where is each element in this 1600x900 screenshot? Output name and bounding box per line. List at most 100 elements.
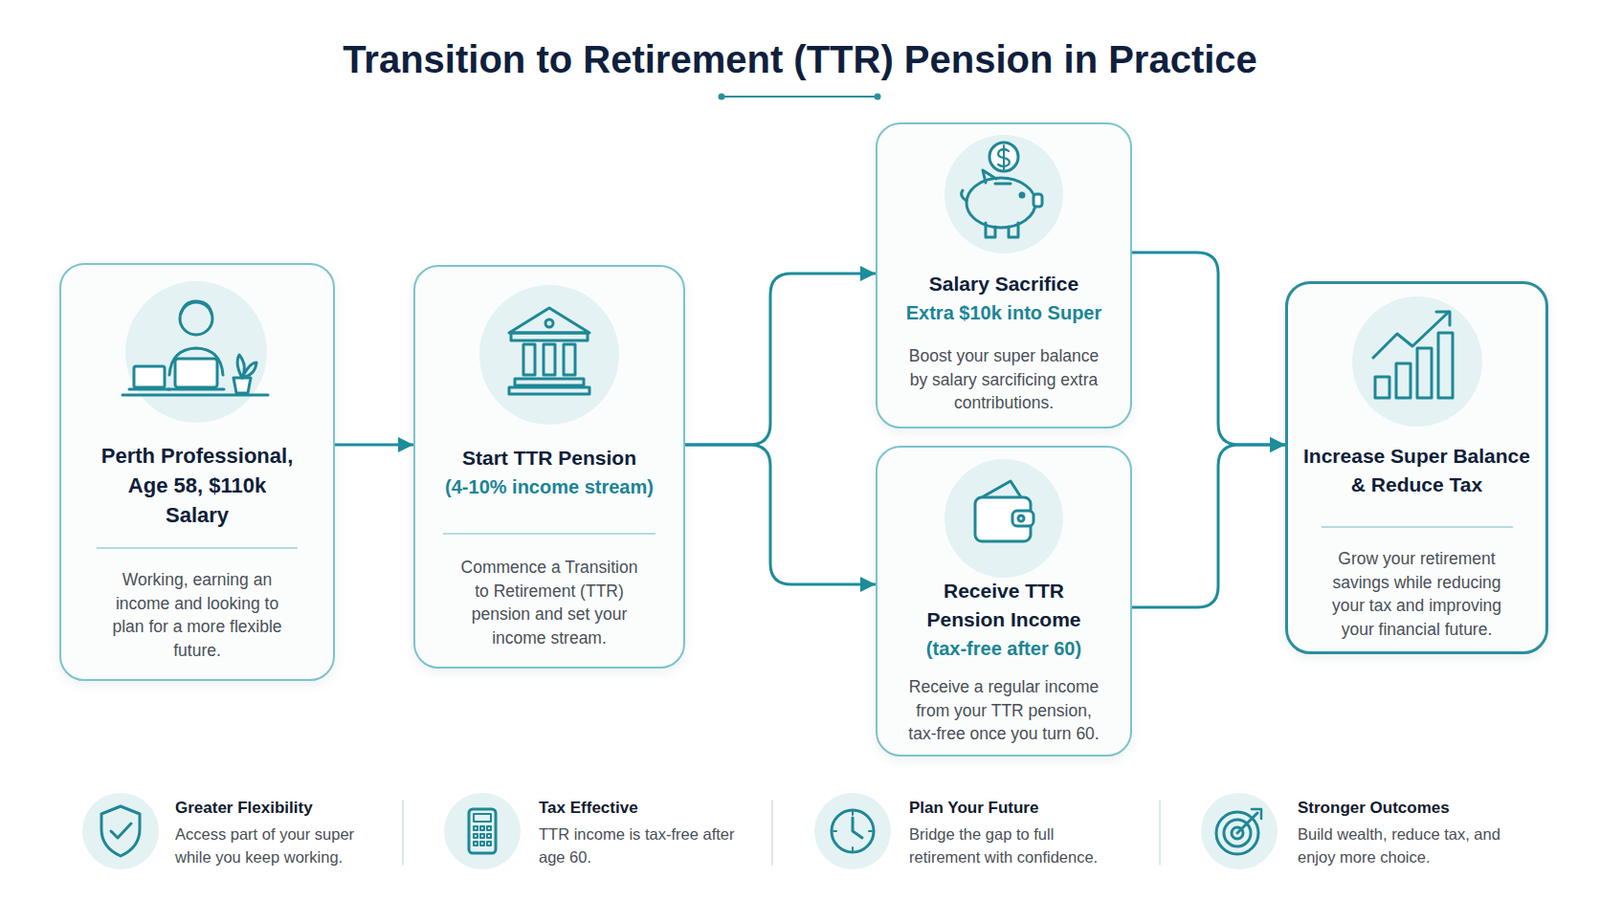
- clock-hands: [852, 818, 863, 839]
- box-subheading: Extra $10k into Super: [893, 298, 1114, 328]
- bank-column: [563, 344, 576, 376]
- calculator-key: [487, 834, 491, 839]
- icon-backdrop: [479, 285, 620, 425]
- icon-backdrop: [944, 459, 1064, 578]
- calculator-key: [480, 834, 485, 839]
- target-ring: [1223, 820, 1251, 847]
- wallet-clasp: [1012, 511, 1034, 527]
- calculator-key: [473, 826, 478, 831]
- calculator-key: [487, 842, 491, 846]
- feature-separator: [1158, 800, 1161, 866]
- laptop-screen: [133, 366, 165, 388]
- shield-icon: [101, 806, 140, 857]
- bank-column: [523, 344, 535, 376]
- piggy-body: [966, 177, 1036, 228]
- laptop-base: [129, 388, 170, 392]
- feature-separator: [771, 800, 774, 866]
- icon-set: [82, 93, 1483, 871]
- chart-bar: [1375, 377, 1390, 399]
- feature-title: Tax Effective: [538, 798, 759, 820]
- box-divider: [443, 533, 656, 535]
- icon-backdrop: [82, 793, 159, 870]
- coin-symbol: [998, 149, 1010, 167]
- plant-pot: [233, 377, 251, 394]
- icon-backdrop: [944, 134, 1064, 254]
- plant-leaf: [242, 362, 257, 378]
- bank-step: [514, 378, 584, 386]
- process-box: Start TTR Pension(4-10% income stream)Co…: [413, 265, 686, 669]
- chart-bar: [1396, 363, 1411, 399]
- flow-connector: [685, 444, 876, 585]
- process-box: Increase Super Balance & Reduce TaxGrow …: [1285, 281, 1549, 655]
- box-heading: Increase Super Balance & Reduce Tax: [1302, 442, 1533, 500]
- icon-backdrop: [125, 281, 267, 423]
- feature-text: Bridge the gap to full retirement with c…: [909, 822, 1128, 869]
- calculator-key: [480, 826, 485, 831]
- target-arrow: [1237, 813, 1258, 834]
- icon-backdrop: [444, 793, 521, 870]
- feature-text: Build wealth, reduce tax, and enjoy more…: [1297, 822, 1511, 869]
- flow-connector: [1132, 252, 1286, 445]
- person-hair: [180, 301, 212, 314]
- wallet-note: [981, 481, 1022, 498]
- person-head: [179, 302, 213, 335]
- box-divider: [96, 547, 298, 550]
- trend-arrowhead: [1436, 311, 1450, 326]
- box-heading: Salary Sacrifice: [893, 269, 1114, 299]
- bank-beam: [511, 333, 588, 341]
- flow-connector: [685, 273, 876, 445]
- box-heading: Receive TTR Pension Income: [912, 577, 1095, 635]
- piggy-eye: [1020, 193, 1024, 198]
- box-body: Boost your super balance by salary sarci…: [903, 344, 1105, 416]
- calculator-key: [487, 826, 491, 831]
- process-box: Receive TTR Pension Income(tax-free afte…: [875, 445, 1133, 757]
- laptop-base: [168, 388, 224, 392]
- box-body: Grow your retirement savings while reduc…: [1321, 547, 1513, 642]
- calculator-screen: [473, 814, 491, 823]
- calculator-icon: [468, 809, 496, 854]
- icon-backdrop: [1352, 296, 1483, 427]
- flow-connector: [1132, 444, 1286, 608]
- calculator-keys: [473, 826, 491, 846]
- process-box: Salary SacrificeExtra $10k into SuperBoo…: [875, 122, 1133, 429]
- target-ring: [1231, 827, 1244, 840]
- piggy-tail: [961, 190, 967, 201]
- wallet-button: [1018, 515, 1024, 522]
- target-fletching: [1251, 809, 1262, 820]
- laptop-screen: [175, 358, 218, 388]
- icon-backdrop: [814, 793, 891, 870]
- calculator-key: [473, 834, 478, 839]
- feature-text: TTR income is tax-free after age 60.: [538, 822, 752, 869]
- feature-text: Access part of your super while you keep…: [175, 822, 388, 869]
- wallet-body: [975, 497, 1031, 542]
- coin-symbol: [1002, 145, 1005, 170]
- title-underline-dot: [874, 93, 882, 101]
- bank-column: [543, 344, 556, 376]
- piggy-ear: [982, 170, 997, 183]
- person-body: [169, 348, 223, 376]
- calculator-key: [480, 842, 485, 846]
- title-underline: [721, 95, 878, 98]
- box-subheading: (tax-free after 60): [893, 634, 1114, 664]
- box-divider: [1321, 526, 1513, 529]
- chart-bar: [1417, 348, 1432, 399]
- piggy-snout: [1033, 194, 1043, 207]
- bank-roof: [509, 308, 590, 334]
- feature-title: Plan Your Future: [909, 798, 1130, 820]
- box-body: Receive a regular income from your TTR p…: [901, 675, 1108, 747]
- clock-ticks: [833, 812, 872, 851]
- box-body: Working, earning an income and looking t…: [106, 568, 289, 663]
- chart-bar: [1438, 333, 1453, 399]
- calculator-key: [473, 842, 478, 846]
- feature-separator: [401, 800, 404, 866]
- box-body: Commence a Transition to Retirement (TTR…: [453, 555, 645, 650]
- box-subheading: (4-10% income stream): [434, 472, 665, 502]
- icon-backdrop: [1200, 793, 1278, 870]
- trend-line: [1373, 311, 1449, 358]
- piggy-leg: [1008, 222, 1019, 238]
- piggy-slot: [995, 182, 1011, 186]
- target-ring: [1216, 812, 1259, 855]
- desk-line: [122, 394, 268, 398]
- feature-title: Stronger Outcomes: [1297, 798, 1518, 820]
